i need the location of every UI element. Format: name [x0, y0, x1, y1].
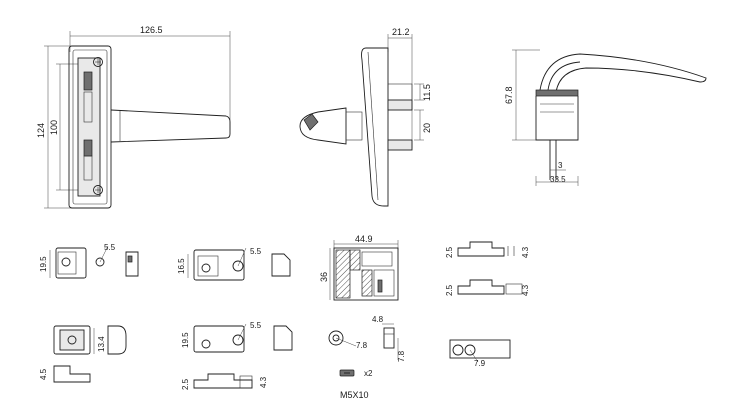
washer-thick-label: 4.8: [372, 315, 384, 324]
side-gap-b-label: 20: [422, 123, 432, 133]
part1-height-label: 19.5: [39, 256, 48, 272]
side-view: 21.2 11.5 20: [299, 27, 432, 207]
front-backplate: [68, 45, 112, 209]
part-5: 19.5 5.5: [181, 321, 293, 353]
part1-hole-label: 5.5: [104, 243, 116, 252]
part6-right-label: 4.3: [259, 376, 268, 388]
front-height-outer-label: 124: [36, 123, 46, 138]
lever-base-label: 33.5: [550, 175, 566, 184]
lever-height-label: 67.8: [504, 86, 514, 104]
part2-hole-label: 5.5: [250, 247, 262, 256]
washer: 7.8 4.8 7.8: [328, 315, 406, 362]
part5-height-label: 19.5: [181, 332, 190, 348]
washer-height-label: 7.8: [397, 350, 406, 362]
screw-spec-label: M5X10: [340, 390, 369, 400]
screw: x2 M5X10: [339, 369, 373, 400]
part-4-cap: 13.4 4.5: [39, 325, 127, 383]
part-2: 16.5 5.5: [177, 247, 291, 281]
block-section: 44.9 36: [319, 234, 399, 301]
plate-1: 2.5 4.3: [445, 241, 530, 258]
part6-left-label: 2.5: [181, 378, 190, 390]
side-gap-a-label: 11.5: [422, 84, 432, 101]
lever-profile: 67.8 3 33.5: [504, 49, 707, 186]
part2-height-label: 16.5: [177, 258, 186, 274]
plate2-right-label: 4.3: [521, 284, 530, 296]
part5-hole-label: 5.5: [250, 321, 262, 330]
lever-arm: [539, 53, 707, 93]
front-width-label: 126.5: [140, 25, 163, 35]
cap-width-label: 13.4: [97, 336, 106, 352]
front-handle-arm: [110, 109, 231, 143]
plate2-left-label: 2.5: [445, 284, 454, 296]
plate-3: 7.9: [449, 339, 511, 368]
plate1-right-label: 4.3: [521, 246, 530, 258]
washer-dia-label: 7.8: [356, 341, 368, 350]
plate1-left-label: 2.5: [445, 246, 454, 258]
side-body: [361, 47, 389, 207]
front-height-inner-label: 100: [49, 120, 59, 135]
block-height-label: 36: [319, 272, 329, 282]
lever-spindle-label: 3: [558, 161, 563, 170]
side-width-label: 21.2: [392, 27, 410, 37]
block-width-label: 44.9: [355, 234, 373, 244]
plate3-hole-label: 7.9: [474, 359, 486, 368]
side-knob: [299, 107, 347, 145]
plate-2: 2.5 4.3: [445, 279, 530, 296]
part-6: 2.5 4.3: [181, 373, 268, 390]
front-view: 126.5 124 100: [36, 25, 231, 209]
cap-thick-label: 4.5: [39, 368, 48, 380]
part-1: 19.5 5.5: [39, 243, 139, 279]
screw-qty-label: x2: [364, 369, 373, 378]
